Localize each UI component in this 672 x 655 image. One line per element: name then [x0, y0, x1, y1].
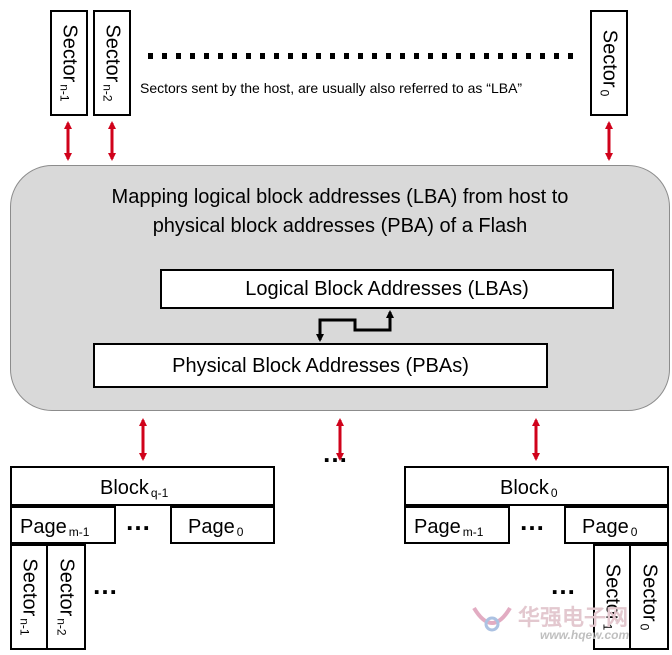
page-sub: m-1: [68, 525, 90, 539]
sector-sub: n-1: [17, 618, 32, 636]
block-0-sector-ellipsis: …: [550, 570, 579, 600]
host-sector-0: Sector0: [590, 10, 628, 116]
page-label: Page: [188, 516, 235, 538]
block-0-sector-1: Sector1: [593, 544, 631, 650]
block-q-1-sector-n-2: Sectorn-2: [46, 544, 86, 650]
sector-label: Sector: [55, 558, 78, 617]
host-sector-n-2: Sectorn-2: [93, 10, 131, 116]
watermark-logo-icon: [472, 606, 512, 632]
mapping-title-line1: Mapping logical block addresses (LBA) fr…: [111, 186, 569, 208]
lba-pba-connector: [316, 310, 394, 342]
host-note: Sectors sent by the host, are usually al…: [140, 80, 523, 96]
block-q-1-page-ellipsis: …: [125, 506, 154, 536]
block-q-1-sector-n-1: Sectorn-1: [10, 544, 48, 650]
host-sectors-dotted-line: [148, 53, 576, 59]
sector-label: Sector: [18, 558, 41, 617]
pba-box: Physical Block Addresses (PBAs): [93, 343, 548, 388]
lba-box: Logical Block Addresses (LBAs): [160, 269, 614, 309]
block-0-sector-0: Sector0: [629, 544, 669, 650]
page-sub: 0: [630, 525, 638, 539]
sector-sub: 0: [637, 623, 652, 631]
page-label: Page: [414, 516, 461, 538]
watermark-logo-text: 华强电子网: [518, 605, 629, 630]
block-0-page-ellipsis: …: [519, 506, 548, 536]
page-label: Page: [20, 516, 67, 538]
block-label: Block: [100, 477, 149, 499]
host-sector-n-1: Sectorn-1: [50, 10, 88, 116]
watermark-url: www.hqew.com: [540, 628, 630, 642]
block-sub: q-1: [150, 486, 169, 500]
page-label: Page: [582, 516, 629, 538]
page-sub: 0: [236, 525, 244, 539]
block-q-1-sector-ellipsis: …: [92, 570, 121, 600]
mapping-title-line2: physical block addresses (PBA) of a Flas…: [152, 215, 528, 237]
sector-label: Sector: [638, 563, 661, 622]
pba-box-label: Physical Block Addresses (PBAs): [172, 354, 469, 377]
blocks-ellipsis: …: [322, 438, 351, 468]
sector-sub: n-2: [54, 618, 69, 636]
block-sub: 0: [550, 486, 558, 500]
page-sub: m-1: [462, 525, 484, 539]
block-label: Block: [500, 477, 549, 499]
lba-box-label: Logical Block Addresses (LBAs): [245, 278, 529, 300]
